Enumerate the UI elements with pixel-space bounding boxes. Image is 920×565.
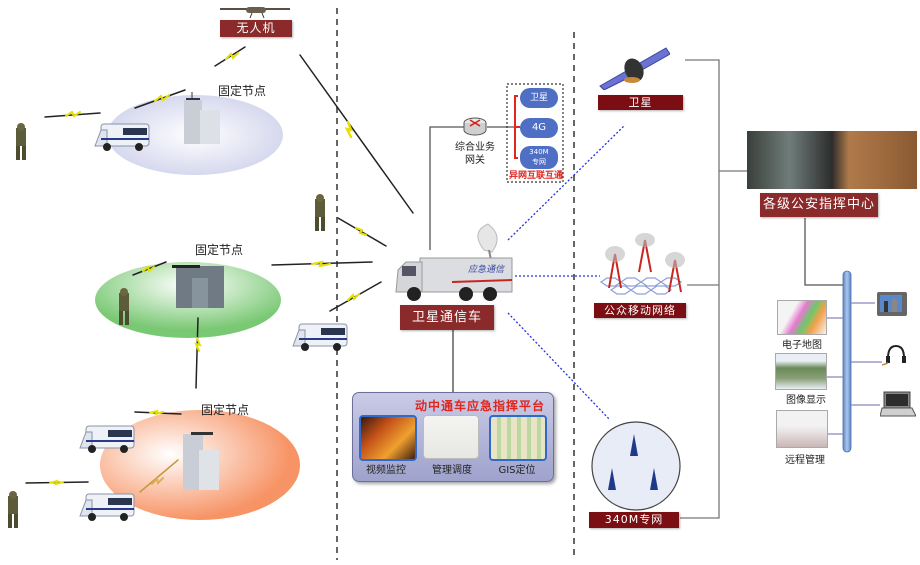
private-network-icon bbox=[591, 421, 681, 511]
platform-title: 动中通车应急指挥平台 bbox=[414, 399, 545, 413]
svg-text:应急通信: 应急通信 bbox=[468, 264, 506, 275]
police-van-4 bbox=[78, 490, 136, 526]
cloud-4g: 4G bbox=[520, 118, 558, 138]
police-van-icon bbox=[79, 493, 135, 521]
fixed-node-2 bbox=[170, 262, 226, 308]
uav-node: 无人机 bbox=[218, 3, 292, 37]
police-van-icon bbox=[94, 123, 150, 151]
satellite-node bbox=[598, 44, 671, 94]
mobile-network-label: 公众移动网络 bbox=[594, 303, 686, 318]
router-icon bbox=[463, 117, 487, 136]
soldier-1 bbox=[10, 122, 32, 164]
module-video-label: 视频监控 bbox=[366, 465, 406, 476]
fixed-node-3 bbox=[181, 430, 219, 490]
soldier-icon bbox=[16, 123, 26, 160]
module-gis-thumb bbox=[489, 415, 547, 461]
fixed-node-1 bbox=[182, 92, 222, 144]
police-van-icon bbox=[292, 323, 348, 351]
headset-icon bbox=[881, 344, 906, 366]
soldier-4 bbox=[2, 490, 24, 532]
app-image-label: 图像显示 bbox=[786, 395, 826, 406]
command-center-photo bbox=[747, 131, 917, 189]
terminal-headset bbox=[881, 344, 906, 372]
laptop-icon bbox=[879, 391, 917, 417]
terminal-laptop bbox=[879, 390, 917, 422]
police-van-2 bbox=[291, 320, 349, 356]
app-remote-thumb bbox=[776, 410, 828, 448]
interconnect-box bbox=[506, 83, 564, 183]
private-network-label: 340M专网 bbox=[589, 512, 679, 528]
fixed-node-3-label: 固定节点 bbox=[201, 403, 250, 417]
uav-icon bbox=[220, 7, 290, 19]
satellite-icon bbox=[599, 47, 671, 91]
app-image-thumb bbox=[775, 353, 827, 390]
vehicle-label: 卫星通信车 bbox=[400, 305, 494, 330]
terminal-monitor bbox=[876, 291, 908, 323]
police-van-icon bbox=[79, 425, 135, 453]
gateway-label-line1: 综合业务 bbox=[455, 142, 495, 153]
interconnect-caption: 异网互联互通 bbox=[509, 171, 564, 181]
fixed-node-1-label: 固定节点 bbox=[218, 84, 267, 98]
soldier-icon bbox=[8, 491, 18, 528]
app-map-thumb bbox=[777, 300, 827, 335]
command-center-label: 各级公安指挥中心 bbox=[760, 193, 878, 217]
uav-label: 无人机 bbox=[220, 20, 292, 37]
cloud-satellite: 卫星 bbox=[520, 88, 558, 108]
private-network-node bbox=[590, 420, 682, 516]
app-map-label: 电子地图 bbox=[782, 340, 822, 351]
fixed-node-2-label: 固定节点 bbox=[195, 243, 244, 257]
soldier-icon bbox=[119, 288, 129, 325]
police-van-1 bbox=[93, 120, 151, 156]
satellite-truck-icon: 应急通信 bbox=[395, 223, 513, 301]
command-platform: 动中通车应急指挥平台 视频监控 管理调度 GIS定位 bbox=[352, 392, 554, 482]
module-video-thumb bbox=[359, 415, 417, 461]
wireless-links bbox=[25, 46, 414, 493]
building-icon bbox=[183, 432, 219, 490]
cloud-340m-line1: 340M bbox=[529, 148, 549, 156]
module-dispatch-thumb bbox=[423, 415, 479, 459]
gateway-node bbox=[462, 115, 488, 141]
soldier-3 bbox=[113, 287, 135, 329]
cloud-340m-line2: 专网 bbox=[532, 158, 546, 166]
building-icon bbox=[172, 265, 224, 308]
app-remote-label: 远程管理 bbox=[785, 455, 825, 466]
soldier-icon bbox=[315, 194, 325, 231]
module-dispatch-label: 管理调度 bbox=[432, 465, 472, 476]
cell-tower-icon bbox=[599, 233, 685, 295]
satellite-truck: 应急通信 bbox=[392, 222, 514, 308]
police-van-3 bbox=[78, 422, 136, 458]
mobile-network-node bbox=[595, 232, 687, 304]
building-icon bbox=[184, 92, 220, 144]
module-gis-label: GIS定位 bbox=[498, 465, 536, 476]
gateway-label-line2: 网关 bbox=[465, 155, 485, 166]
lan-bus bbox=[842, 270, 852, 453]
cloud-340m: 340M 专网 bbox=[520, 146, 558, 169]
soldier-2 bbox=[309, 193, 331, 235]
monitor-icon bbox=[877, 292, 907, 316]
satellite-network-label: 卫星 bbox=[598, 95, 683, 110]
